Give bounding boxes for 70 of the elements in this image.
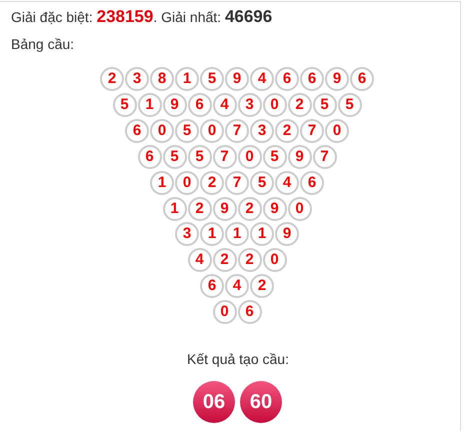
number-circle: 9 <box>225 67 249 91</box>
number-circle: 7 <box>225 118 249 143</box>
number-circle: 3 <box>125 67 149 91</box>
number-circle: 5 <box>262 144 286 169</box>
number-circle: 5 <box>175 118 199 143</box>
number-circle: 5 <box>200 67 224 91</box>
number-circle: 8 <box>150 67 174 91</box>
number-circle: 1 <box>200 222 224 246</box>
number-circle: 3 <box>238 92 262 117</box>
number-circle: 0 <box>150 118 174 143</box>
number-circle: 3 <box>250 118 274 143</box>
number-circle: 6 <box>300 170 324 195</box>
number-circle: 1 <box>225 222 249 246</box>
number-circle: 0 <box>238 144 262 169</box>
number-circle: 5 <box>162 144 186 169</box>
number-circle: 6 <box>275 67 299 91</box>
number-circle: 9 <box>325 67 349 91</box>
number-circle: 0 <box>200 118 224 143</box>
prize-results-text: Giải đặc biệt: 238159. Giải nhất: 46696 <box>11 8 272 26</box>
number-circle: 0 <box>212 300 236 324</box>
result-heading: Kết quả tạo cầu: <box>187 350 289 368</box>
result-number-circle: 60 <box>240 381 282 423</box>
number-circle: 2 <box>275 118 299 143</box>
number-circle: 0 <box>175 170 199 195</box>
result-number-circle: 06 <box>193 381 235 423</box>
number-circle: 9 <box>262 196 286 220</box>
number-circle: 2 <box>188 196 212 220</box>
number-circle: 1 <box>162 196 186 220</box>
number-circle: 9 <box>162 92 186 117</box>
number-circle: 5 <box>188 144 212 169</box>
number-circle: 3 <box>175 222 199 246</box>
number-circle: 0 <box>262 248 286 272</box>
number-circle: 6 <box>200 274 224 298</box>
number-circle: 7 <box>300 118 324 143</box>
number-circle: 9 <box>212 196 236 220</box>
number-circle: 0 <box>325 118 349 143</box>
number-circle: 7 <box>312 144 336 169</box>
number-circle: 2 <box>238 196 262 220</box>
number-circle: 5 <box>338 92 362 117</box>
number-circle: 0 <box>288 196 312 220</box>
number-circle: 1 <box>150 170 174 195</box>
number-circle: 4 <box>250 67 274 91</box>
number-circle: 2 <box>250 274 274 298</box>
number-circle: 4 <box>225 274 249 298</box>
number-circle: 5 <box>312 92 336 117</box>
number-circle: 2 <box>200 170 224 195</box>
number-circle: 4 <box>275 170 299 195</box>
number-circle: 6 <box>138 144 162 169</box>
number-circle: 7 <box>212 144 236 169</box>
number-circle: 6 <box>350 67 374 91</box>
number-circle: 9 <box>275 222 299 246</box>
number-circle: 4 <box>188 248 212 272</box>
number-circle: 2 <box>288 92 312 117</box>
number-circle: 1 <box>138 92 162 117</box>
number-circle: 2 <box>238 248 262 272</box>
number-circle: 1 <box>250 222 274 246</box>
table-heading: Bảng cầu: <box>11 35 74 53</box>
number-circle: 2 <box>100 67 124 91</box>
number-circle: 6 <box>125 118 149 143</box>
number-circle: 5 <box>250 170 274 195</box>
number-circle: 1 <box>175 67 199 91</box>
number-circle: 7 <box>225 170 249 195</box>
number-circle: 2 <box>212 248 236 272</box>
number-circle: 6 <box>300 67 324 91</box>
number-circle: 0 <box>262 92 286 117</box>
number-circle: 6 <box>188 92 212 117</box>
number-circle: 4 <box>212 92 236 117</box>
number-circle: 9 <box>288 144 312 169</box>
number-circle: 5 <box>112 92 136 117</box>
number-circle: 6 <box>238 300 262 324</box>
